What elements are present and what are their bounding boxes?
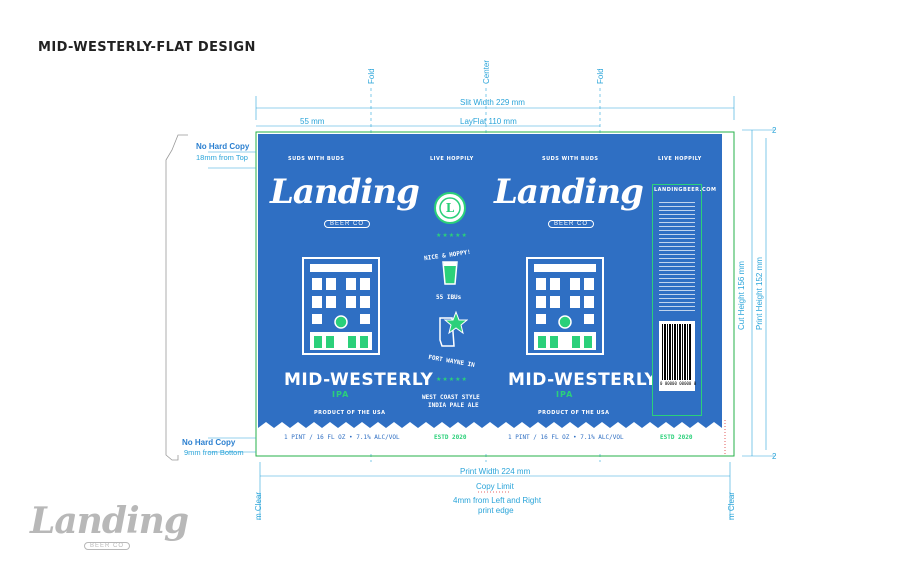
footer-brand-logo: Landing [30,500,189,542]
print-width-label: Print Width 224 mm [460,467,531,476]
subs-with-buds-2: SUDS WITH BUDS [542,156,599,162]
cut-boundary [255,131,735,457]
coin-badge: L [434,192,466,224]
subs-with-buds-1: SUDS WITH BUDS [288,156,345,162]
barcode: 0 00000 00000 0 [659,321,697,391]
page-title: MID-WESTERLY-FLAT DESIGN [38,40,256,55]
corner-mark-bottom: 2 [772,452,777,461]
beer-name-2: MID-WESTERLY [508,370,658,390]
fort-wayne: FORT WAYNE IN [427,353,476,370]
panel-55-label: 55 mm [300,117,325,126]
volume-1: 1 PINT / 16 FL OZ • 7.1% ALC/VOL [284,434,400,441]
estd-2: ESTD 2020 [660,434,693,441]
cut-height-label: Cut Height 156 mm [737,261,746,330]
product-of-1: PRODUCT OF THE USA [314,410,386,416]
beer-style-1: IPA [332,390,350,399]
website: LANDINGBEER.COM [654,187,717,193]
fold-label-left: Fold [367,68,376,84]
product-of-2: PRODUCT OF THE USA [538,410,610,416]
ibus: 55 IBUs [436,294,462,301]
no-hard-copy-top-heading: No Hard Copy [196,142,250,151]
layflat-label: LayFlat 110 mm [460,117,517,126]
indiana-star-icon [439,310,468,347]
no-hard-copy-bottom-detail: 9mm from Bottom [184,448,244,457]
print-height-label: Print Height 152 mm [755,257,764,330]
india-pale-ale: INDIA PALE ALE [428,402,479,409]
slit-width-label: Slit Width 229 mm [460,98,525,107]
volume-2: 1 PINT / 16 FL OZ • 7.1% ALC/VOL [508,434,624,441]
copy-limit-note-2: print edge [478,506,514,515]
footer-beer-co: BEER CO [84,542,131,550]
clear-label-left: m Clear [254,491,263,520]
coin-letter: L [446,201,455,215]
beer-style-2: IPA [556,390,574,399]
stars-top: ★★★★★ [436,233,468,239]
government-warning-text [659,201,695,311]
stars-bottom: ★★★★★ [436,377,468,383]
center-label: Center [482,59,491,84]
brand-logo-2: Landing [494,172,644,212]
building-icon [526,257,604,355]
copy-limit-note-1: 4mm from Left and Right [453,496,542,505]
copy-limit-label: Copy Limit [476,482,514,491]
beer-co-2: BEER CO [548,220,595,228]
legal-info-box: LANDINGBEER.COM 0 00000 00000 0 [652,184,716,416]
live-hoppily-2: LIVE HOPPILY [658,156,702,162]
pint-glass-icon [442,261,458,285]
west-coast-style: WEST COAST STYLE [422,394,480,401]
can-label: SUDS WITH BUDS Landing BEER CO MID-WESTE… [258,134,722,454]
live-hoppily-1: LIVE HOPPILY [430,156,474,162]
estd-1: ESTD 2020 [434,434,467,441]
corner-mark-top: 2 [772,126,777,135]
beer-co-1: BEER CO [324,220,371,228]
no-hard-copy-top-detail: 18mm from Top [196,153,248,162]
brand-logo-1: Landing [270,172,420,212]
fold-label-right: Fold [596,68,605,84]
building-icon [302,257,380,355]
barcode-number: 0 00000 00000 0 [660,381,697,386]
can-outline [165,134,188,461]
no-hard-copy-bottom-heading: No Hard Copy [182,438,236,447]
beer-name-1: MID-WESTERLY [284,370,434,390]
wave-band [258,422,722,454]
clear-label-right: m Clear [727,491,736,520]
